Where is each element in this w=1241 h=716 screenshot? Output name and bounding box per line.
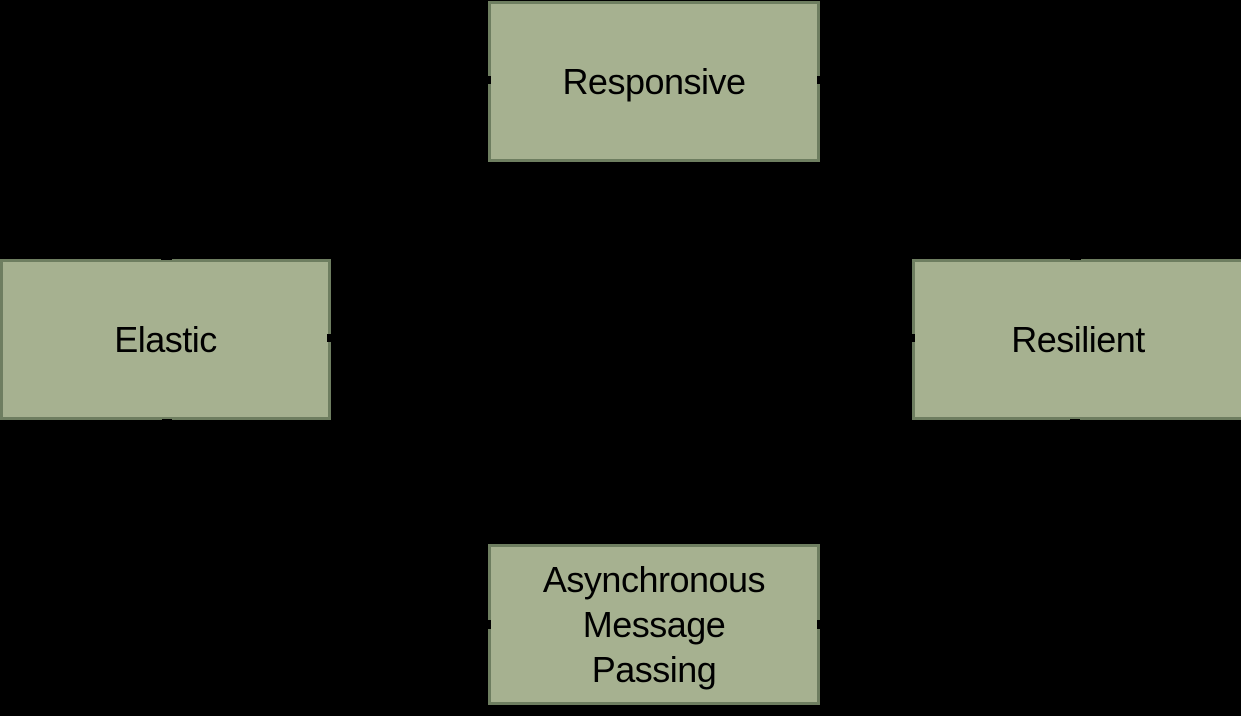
node-responsive-label: Responsive bbox=[562, 61, 746, 102]
connector-stub-elastic-top bbox=[161, 255, 172, 260]
node-elastic: Elastic bbox=[0, 259, 331, 420]
connector-stub-responsive-right bbox=[817, 76, 824, 84]
connector-stub-resilient-left bbox=[908, 334, 915, 342]
connector-stub-resilient-top bbox=[1070, 255, 1081, 260]
connector-stub-elastic-bottom bbox=[162, 419, 172, 424]
node-responsive: Responsive bbox=[488, 1, 820, 162]
connector-stub-resilient-bottom bbox=[1070, 419, 1080, 424]
connector-stub-message-left bbox=[484, 620, 491, 629]
connector-stub-elastic-right bbox=[327, 334, 334, 342]
node-elastic-label: Elastic bbox=[114, 319, 217, 360]
node-resilient: Resilient bbox=[912, 259, 1241, 420]
connector-stub-message-right bbox=[817, 620, 824, 629]
node-resilient-label: Resilient bbox=[1011, 319, 1145, 360]
node-message-passing: Asynchronous Message Passing bbox=[488, 544, 820, 705]
node-message-passing-label: Asynchronous Message Passing bbox=[542, 559, 766, 690]
connector-stub-responsive-left bbox=[484, 76, 491, 84]
